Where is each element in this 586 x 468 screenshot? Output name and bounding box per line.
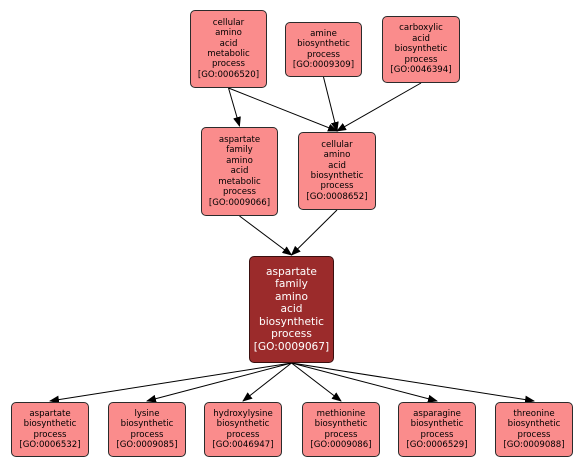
edge-GO0046394-to-GO0008652 [336,82,422,132]
edge-GO0009066-to-GO0009067 [239,215,293,256]
node-methionine-biosynthetic-process[interactable]: methionine biosynthetic process [GO:0009… [302,402,380,457]
node-label: amine biosynthetic process [GO:0009309] [292,28,355,70]
edge-GO0009067-to-GO0009088 [291,362,535,404]
edge-GO0006520-to-GO0008652 [228,87,338,132]
node-threonine-biosynthetic-process[interactable]: threonine biosynthetic process [GO:00090… [495,402,573,457]
node-lysine-biosynthetic-process[interactable]: lysine biosynthetic process [GO:0009085] [108,402,186,457]
node-cellular-amino-acid-biosynthetic-process[interactable]: cellular amino acid biosynthetic process… [298,132,376,210]
node-label: hydroxylysine biosynthetic process [GO:0… [212,408,274,450]
node-hydroxylysine-biosynthetic-process[interactable]: hydroxylysine biosynthetic process [GO:0… [204,402,282,457]
edge-GO0008652-to-GO0009067 [290,209,338,256]
node-label: aspartate family amino acid biosynthetic… [253,266,330,353]
edge-GO0009067-to-GO0009086 [291,362,342,402]
node-label: lysine biosynthetic process [GO:0009085] [116,408,178,450]
node-asparagine-biosynthetic-process[interactable]: asparagine biosynthetic process [GO:0006… [398,402,476,457]
node-label: methionine biosynthetic process [GO:0009… [310,408,372,450]
edge-GO0006520-to-GO0009066 [228,87,241,127]
node-cellular-amino-acid-metabolic-process[interactable]: cellular amino acid metabolic process [G… [190,10,267,88]
node-label: cellular amino acid biosynthetic process… [306,139,368,202]
node-label: aspartate biosynthetic process [GO:00065… [19,408,81,450]
edge-GO0009067-to-GO0006529 [291,362,438,403]
edge-GO0009309-to-GO0008652 [323,76,339,132]
node-carboxylic-acid-biosynthetic-process[interactable]: carboxylic acid biosynthetic process [GO… [382,16,460,83]
node-aspartate-family-amino-acid-biosynthetic-process[interactable]: aspartate family amino acid biosynthetic… [249,256,334,363]
edge-GO0009067-to-GO0006532 [49,362,292,404]
edge-GO0009067-to-GO0046947 [242,362,292,402]
node-label: cellular amino acid metabolic process [G… [197,17,260,80]
node-label: carboxylic acid biosynthetic process [GO… [390,23,452,76]
node-aspartate-biosynthetic-process[interactable]: aspartate biosynthetic process [GO:00065… [11,402,89,457]
node-label: asparagine biosynthetic process [GO:0006… [406,408,468,450]
node-label: threonine biosynthetic process [GO:00090… [503,408,565,450]
node-label: aspartate family amino acid metabolic pr… [208,135,271,208]
node-aspartate-family-amino-acid-metabolic-process[interactable]: aspartate family amino acid metabolic pr… [201,127,278,216]
node-amine-biosynthetic-process[interactable]: amine biosynthetic process [GO:0009309] [285,22,362,77]
edge-GO0009067-to-GO0009085 [146,362,292,403]
